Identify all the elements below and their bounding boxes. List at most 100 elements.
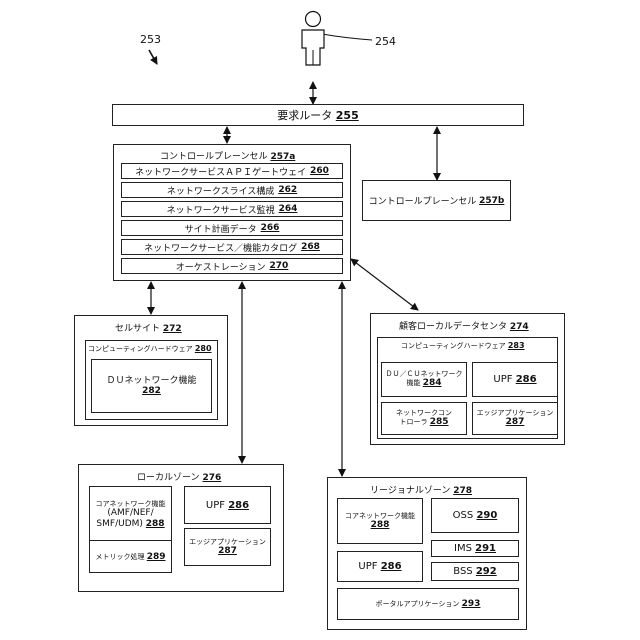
regional-core-name: コアネットワーク機能 xyxy=(345,512,415,520)
portal-application: ポータルアプリケーション 293 xyxy=(337,588,519,620)
local-zone-upf: UPF 286 xyxy=(184,486,271,524)
ducu-ref: 284 xyxy=(423,378,442,388)
customer-dc-hw-ref: 283 xyxy=(508,341,525,350)
network-controller: ネットワークコン トローラ 285 xyxy=(381,402,467,435)
cp-a-item-ref: 270 xyxy=(270,261,289,271)
customer-dc-hw-name: コンピューティングハードウェア xyxy=(401,342,506,350)
cp-a-item: サイト計画データ 266 xyxy=(121,220,343,236)
bss-name: BSS xyxy=(453,566,472,577)
regional-zone-ref: 278 xyxy=(453,486,472,496)
customer-dc-edge-app: エッジアプリケーション 287 xyxy=(472,402,558,435)
regional-zone-upf: UPF 286 xyxy=(337,551,423,582)
cp-a-item: ネットワークサービス／機能カタログ 268 xyxy=(121,239,343,255)
ims: IMS 291 xyxy=(431,540,519,557)
cp-a-item: オーケストレーション 270 xyxy=(121,258,343,274)
user-icon xyxy=(297,10,329,66)
du-ref: 282 xyxy=(142,386,161,396)
cp-b-ref: 257b xyxy=(479,196,504,206)
customer-dc-upf-name: UPF xyxy=(493,374,512,385)
cp-a-item-name: ネットワークサービス監視 xyxy=(167,203,275,216)
regional-zone-title: リージョナルゾーン 278 xyxy=(370,483,472,496)
cell-site-name: セルサイト xyxy=(115,324,160,334)
cp-a-item-name: ネットワークサービスＡＰＩゲートウェイ xyxy=(135,165,306,178)
du-network-function: ＤＵネットワーク機能 282 xyxy=(91,359,212,413)
user-ref-label: 254 xyxy=(375,35,396,48)
cp-a-item-ref: 264 xyxy=(279,204,298,214)
du-cu-network-function: ＤＵ／ＣＵネットワーク 機能 284 xyxy=(381,362,467,397)
regional-upf-name: UPF xyxy=(358,561,377,572)
request-router: 要求ルータ 255 xyxy=(112,104,524,126)
local-upf-ref: 286 xyxy=(228,500,249,511)
local-core-line2: (AMF/NEF/ xyxy=(107,508,153,518)
request-router-name: 要求ルータ xyxy=(277,107,332,123)
customer-local-data-center: 顧客ローカルデータセンタ 274 コンピューティングハードウェア 283 ＤＵ／… xyxy=(370,313,565,445)
cell-site-compute-hw: コンピューティングハードウェア 280 ＤＵネットワーク機能 282 xyxy=(85,340,218,420)
cell-site-ref: 272 xyxy=(163,324,182,334)
local-zone: ローカルゾーン 276 コアネットワーク機能 (AMF/NEF/ SMF/UDM… xyxy=(78,464,284,592)
cp-a-item-name: オーケストレーション xyxy=(176,260,266,273)
customer-dc-upf-ref: 286 xyxy=(516,374,537,385)
cp-a-item-ref: 262 xyxy=(278,185,297,195)
cp-a-item-name: サイト計画データ xyxy=(185,222,257,235)
net-ctrl-line1: ネットワークコン xyxy=(396,409,452,417)
local-zone-edge-app: エッジアプリケーション 287 xyxy=(184,528,271,566)
ims-name: IMS xyxy=(454,543,472,554)
net-ctrl-ref: 285 xyxy=(430,417,449,427)
local-edge-name: エッジアプリケーション xyxy=(189,538,266,546)
bss: BSS 292 xyxy=(431,562,519,581)
cp-a-item: ネットワークサービス監視 264 xyxy=(121,201,343,217)
customer-dc-hw-title: コンピューティングハードウェア 283 xyxy=(401,341,525,351)
cp-a-item: ネットワークサービスＡＰＩゲートウェイ 260 xyxy=(121,163,343,179)
regional-zone: リージョナルゾーン 278 コアネットワーク機能 288 OSS 290 IMS… xyxy=(327,477,527,630)
figure-pointer-arrow xyxy=(149,50,157,64)
customer-dc-ref: 274 xyxy=(510,322,529,332)
cp-a-item-ref: 266 xyxy=(261,223,280,233)
customer-dc-edge-name: エッジアプリケーション xyxy=(477,409,554,417)
local-zone-ref: 276 xyxy=(202,473,221,483)
local-core-ref: 288 xyxy=(146,519,165,529)
cpa-customerdc-connector xyxy=(351,259,418,310)
local-upf-name: UPF xyxy=(206,500,225,511)
portal-ref: 293 xyxy=(462,599,481,609)
metrics-ref: 289 xyxy=(147,552,166,562)
oss-ref: 290 xyxy=(476,510,497,521)
cp-a-item: ネットワークスライス構成 262 xyxy=(121,182,343,198)
regional-zone-name: リージョナルゾーン xyxy=(370,486,450,496)
oss: OSS 290 xyxy=(431,498,519,533)
metrics-name: メトリック処理 xyxy=(95,552,144,562)
ducu-line1: ＤＵ／ＣＵネットワーク xyxy=(386,370,463,378)
bss-ref: 292 xyxy=(476,566,497,577)
cp-a-ref: 257a xyxy=(270,152,295,162)
local-core-line3: SMF/UDM) xyxy=(96,519,142,529)
cell-site-title: セルサイト 272 xyxy=(115,321,182,334)
request-router-ref: 255 xyxy=(336,109,359,122)
local-edge-ref: 287 xyxy=(218,546,237,556)
cell-site-hw-title: コンピューティングハードウェア 280 xyxy=(88,344,212,354)
local-zone-name: ローカルゾーン xyxy=(137,473,200,483)
cp-a-name: コントロールプレーンセル xyxy=(160,152,268,162)
customer-dc-name: 顧客ローカルデータセンタ xyxy=(399,322,507,332)
regional-core-network-function: コアネットワーク機能 288 xyxy=(337,498,423,544)
cp-a-item-name: ネットワークスライス構成 xyxy=(167,184,274,197)
regional-core-ref: 288 xyxy=(371,520,390,530)
cp-a-item-name: ネットワークサービス／機能カタログ xyxy=(144,241,297,254)
cell-site-hw-name: コンピューティングハードウェア xyxy=(88,345,193,353)
customer-dc-upf: UPF 286 xyxy=(472,362,558,397)
cp-b-name: コントロールプレーンセル xyxy=(369,194,477,207)
customer-dc-edge-ref: 287 xyxy=(506,417,525,427)
local-zone-title: ローカルゾーン 276 xyxy=(137,470,221,483)
control-plane-cell-a: コントロールプレーンセル 257a ネットワークサービスＡＰＩゲートウェイ 260… xyxy=(113,144,351,281)
control-plane-cell-b: コントロールプレーンセル 257b xyxy=(362,180,511,221)
user-leader-line xyxy=(322,34,372,40)
cell-site: セルサイト 272 コンピューティングハードウェア 280 ＤＵネットワーク機能… xyxy=(74,315,228,426)
customer-dc-title: 顧客ローカルデータセンタ 274 xyxy=(399,319,529,332)
local-core-line1: コアネットワーク機能 xyxy=(96,500,166,508)
ims-ref: 291 xyxy=(475,543,496,554)
metrics-processing: メトリック処理 289 xyxy=(89,540,172,573)
cp-a-item-ref: 260 xyxy=(310,166,329,176)
du-name: ＤＵネットワーク機能 xyxy=(106,376,196,386)
control-plane-cell-a-title: コントロールプレーンセル 257a xyxy=(160,149,295,162)
net-ctrl-line2: トローラ xyxy=(399,418,427,426)
cp-a-item-ref: 268 xyxy=(301,242,320,252)
